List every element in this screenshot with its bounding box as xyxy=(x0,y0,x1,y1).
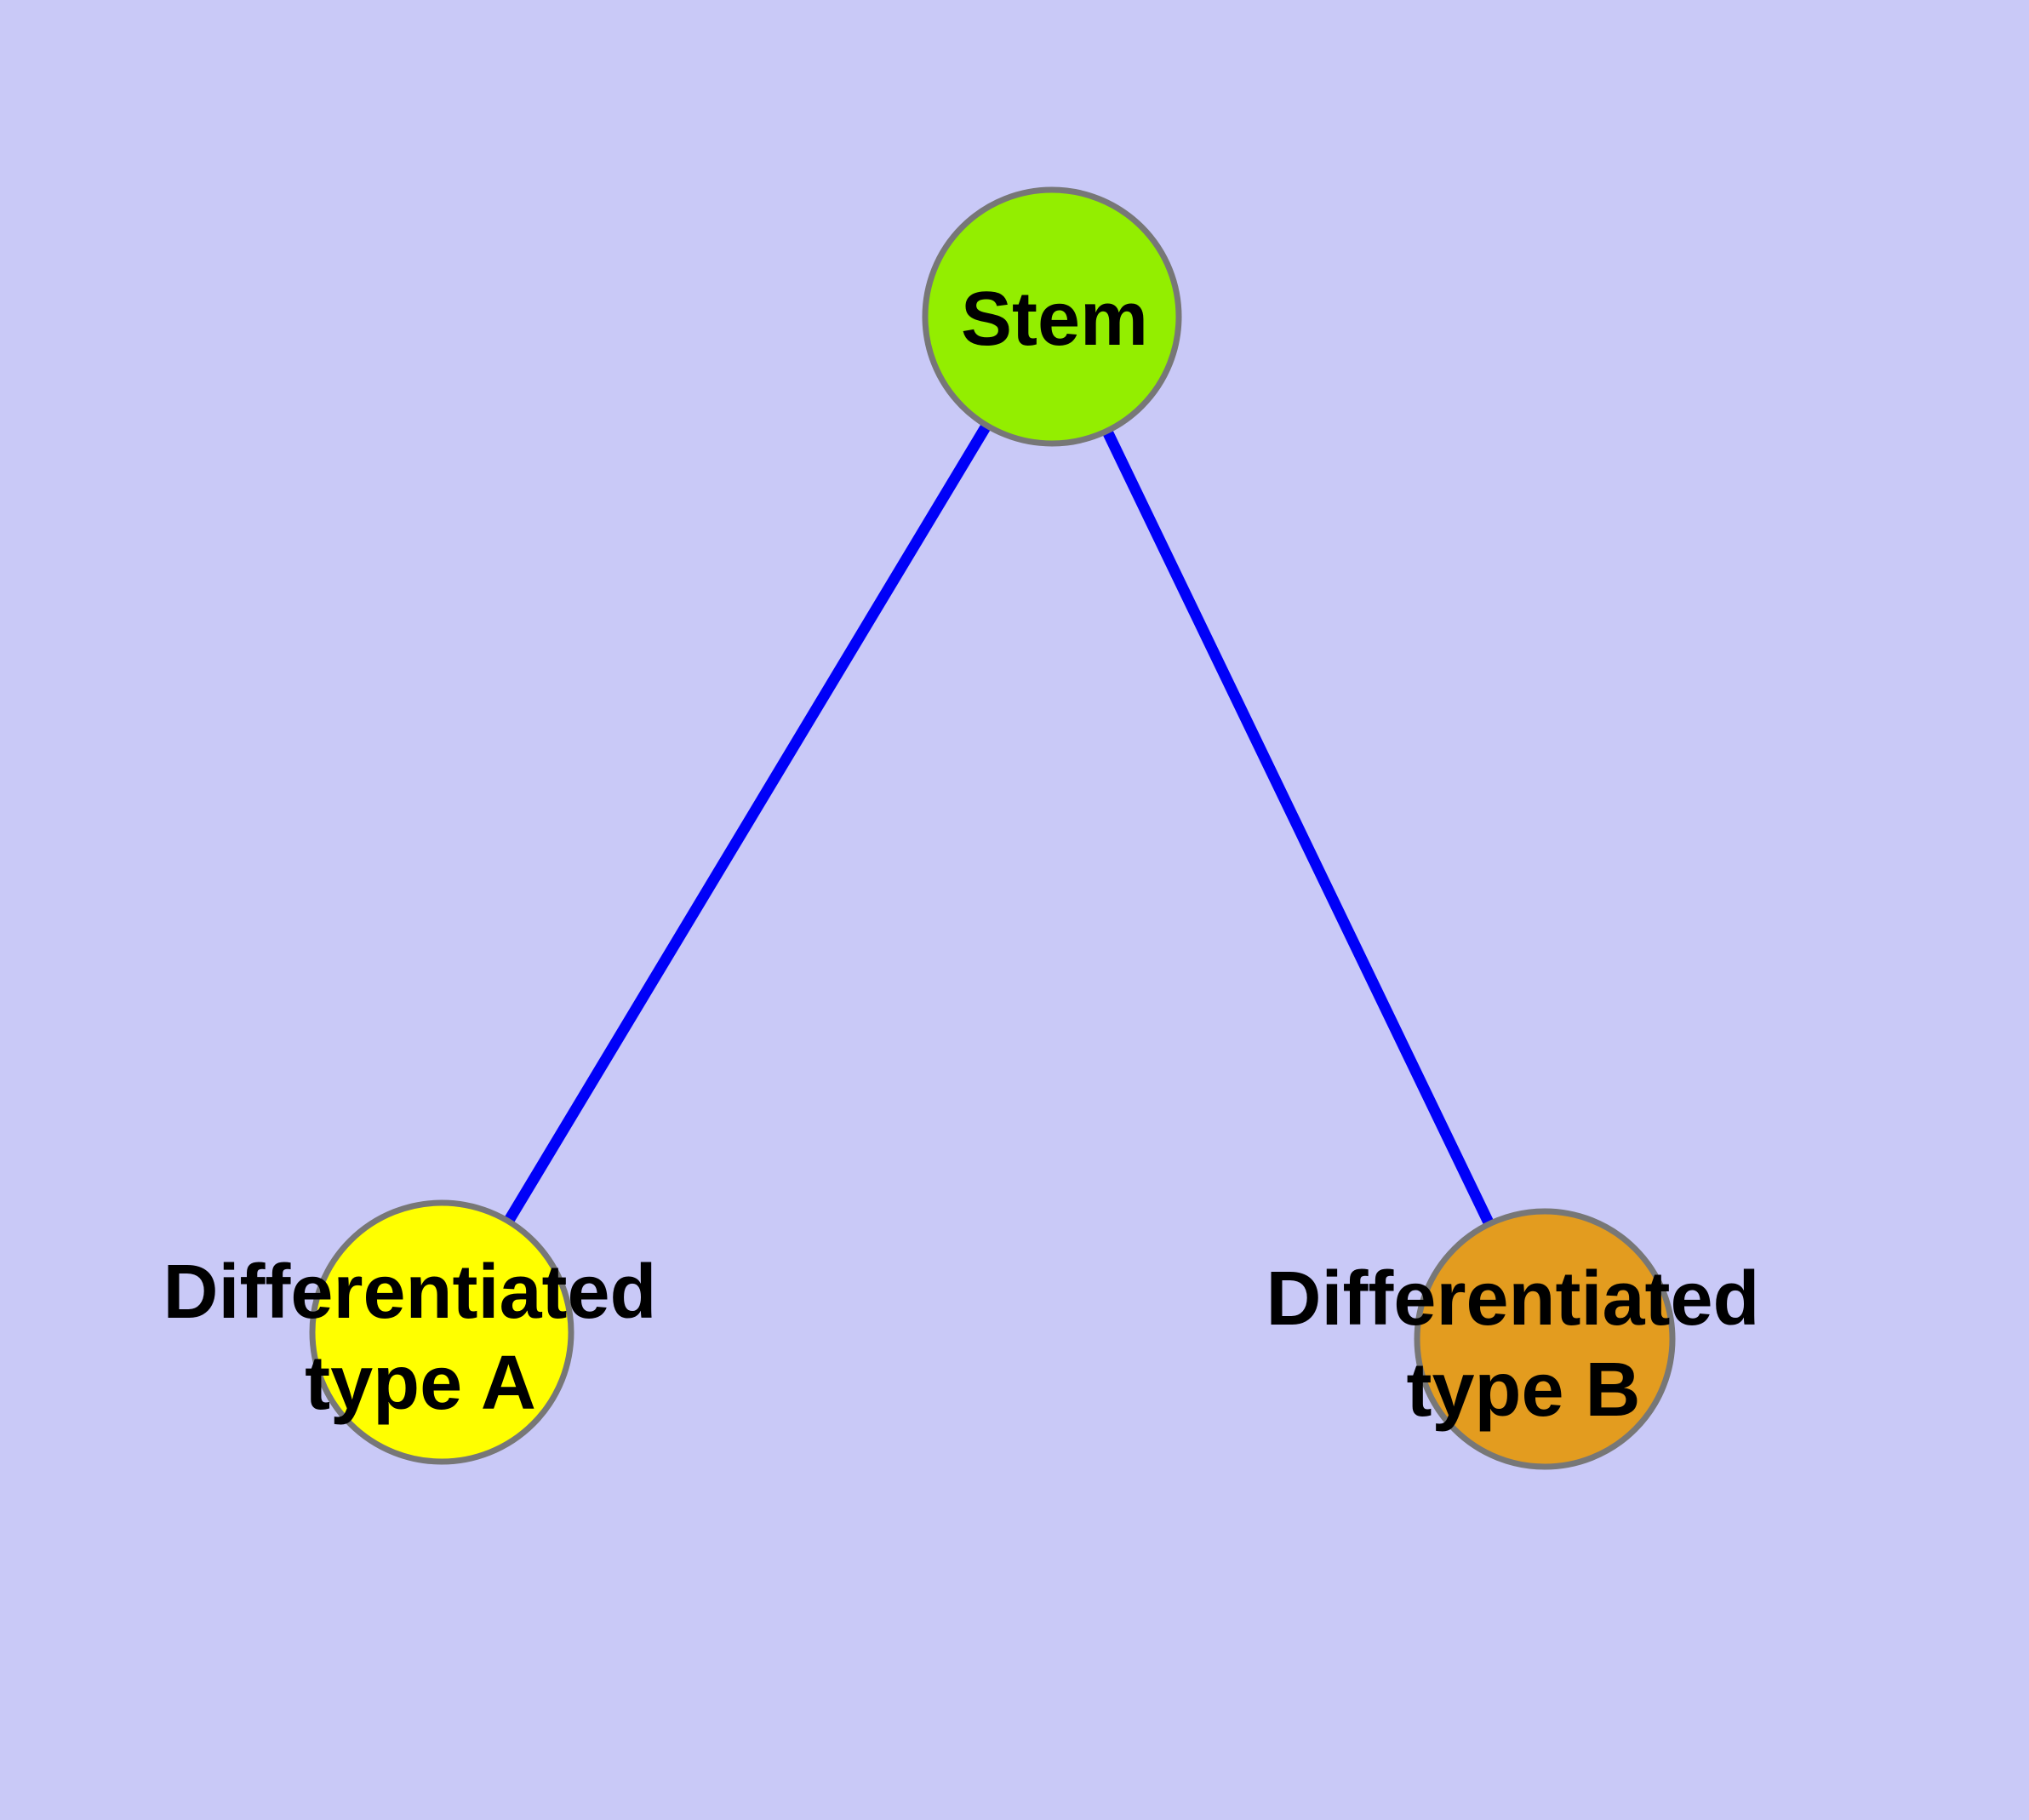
node-stem-circle xyxy=(922,186,1182,447)
node-differentiated-type-a-label-line1: Differentiated xyxy=(163,1250,656,1335)
node-stem-label: Stem xyxy=(961,277,1148,362)
node-stem: Stem xyxy=(922,186,1182,447)
node-differentiated-type-a-circle xyxy=(309,1199,574,1465)
node-differentiated-type-a: Differentiated type A xyxy=(163,1199,677,1465)
node-differentiated-type-b-circle xyxy=(1414,1208,1676,1470)
node-differentiated-type-a-label-line2: type A xyxy=(305,1341,536,1426)
node-differentiated-type-b: Differentiated type B xyxy=(1266,1208,1780,1470)
node-differentiated-type-b-label-line2: type B xyxy=(1406,1348,1640,1433)
node-differentiated-type-a-label: Differentiated type A xyxy=(163,1250,677,1426)
edge-stem-to-type-a xyxy=(437,313,1057,1336)
node-differentiated-type-b-label: Differentiated type B xyxy=(1266,1256,1780,1433)
node-differentiated-type-b-label-line1: Differentiated xyxy=(1266,1256,1759,1342)
edge-stem-to-type-b xyxy=(1047,314,1550,1342)
